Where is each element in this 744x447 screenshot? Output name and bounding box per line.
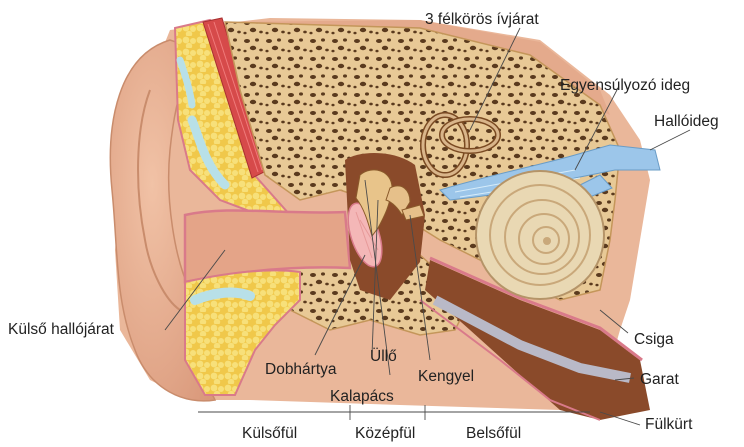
label-ear-canal: Külső hallójárat	[8, 321, 115, 338]
label-semicircular-canals: 3 félkörös ívjárat	[425, 11, 539, 28]
label-malleus: Kalapács	[330, 388, 394, 405]
label-incus: Üllő	[370, 347, 397, 365]
label-eardrum: Dobhártya	[265, 361, 337, 378]
region-inner-ear: Belsőfül	[466, 425, 521, 442]
label-stapes: Kengyel	[418, 368, 474, 385]
label-vestibular-nerve: Egyensúlyozó ideg	[560, 77, 690, 94]
region-outer-ear: Külsőfül	[242, 425, 297, 442]
cochlea	[476, 171, 604, 299]
region-middle-ear: Középfül	[355, 425, 415, 442]
label-cochlear-nerve: Hallóideg	[654, 113, 719, 130]
label-eustachian-tube: Fülkürt	[645, 416, 693, 433]
label-pharynx: Garat	[640, 371, 679, 388]
label-cochlea: Csiga	[634, 331, 674, 348]
